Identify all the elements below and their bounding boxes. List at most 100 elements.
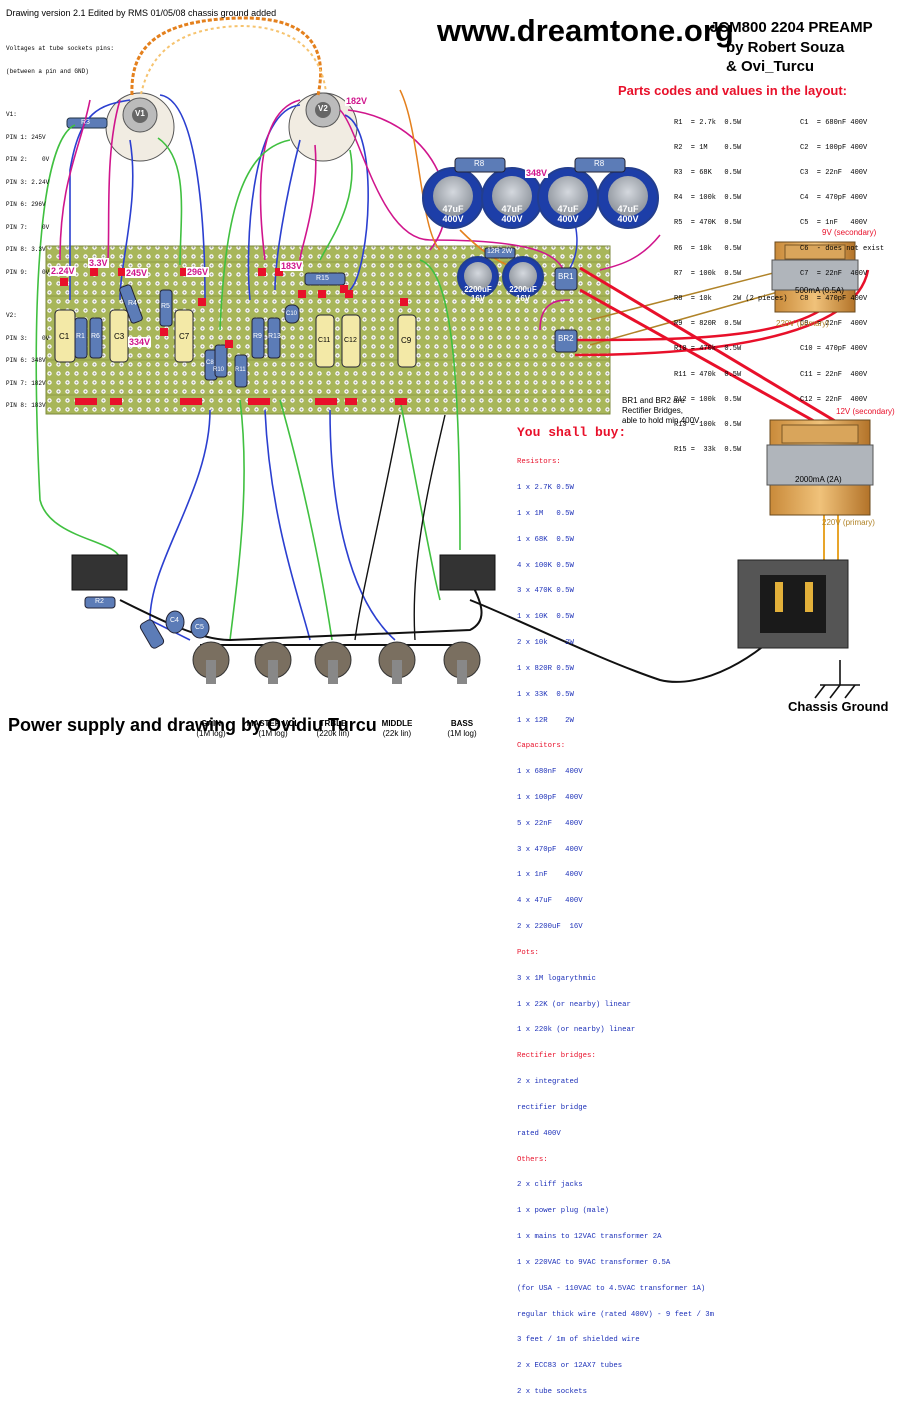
v1-label: V1: (6, 111, 17, 118)
board-components (54, 272, 417, 388)
resistor-value: R7 = 100k 0.5W (674, 269, 742, 278)
part-label-r15: R15 (316, 275, 329, 282)
buy-item: 1 x 680nF 400V (517, 768, 583, 777)
part-label-r10: R10 (213, 367, 225, 373)
buy-section-label: Pots: (517, 948, 539, 957)
buy-section-label: Rectifier bridges: (517, 1052, 596, 1061)
r8-label: R8 (594, 159, 605, 168)
pot-label-treble: TRBLE(220k lin) (316, 718, 350, 739)
capacitor-value: C1 = 680nF 400V (800, 118, 868, 127)
pot-row (192, 641, 481, 684)
buy-item: 1 x 1nF 400V (517, 871, 583, 880)
part-label-c11: C11 (318, 337, 331, 344)
parts-heading: Parts codes and values in the layout: (618, 83, 848, 98)
resistor-values: R1 = 2.7k 0.5W R2 = 1M 0.5W R3 = 68K 0.5… (674, 102, 787, 463)
buy-item: 5 x 22nF 400V (517, 819, 583, 828)
capacitor-value: C2 = 100pF 400V (800, 143, 868, 152)
filter-caps (422, 167, 659, 298)
buy-item: 1 x 820R 0.5W (517, 664, 574, 673)
v2-pin: PIN 7: 182V (6, 379, 46, 387)
preamp-title: JCM800 2204 PREAMP by Robert Souza & Ovi… (710, 18, 873, 77)
buy-item: 1 x 33K 0.5W (517, 690, 574, 699)
part-label-r5: R5 (161, 303, 170, 310)
r8-label: R8 (474, 159, 485, 168)
power-resistors (454, 157, 626, 259)
buy-item: 2 x ECC83 or 12AX7 tubes (517, 1362, 623, 1371)
buy-item: 1 x 220k (or nearby) linear (517, 1026, 636, 1035)
buy-item: 2 x 2200uF 16V (517, 923, 583, 932)
v1-pin: PIN 9: 0V (6, 268, 50, 276)
v1-pin: PIN 2: 0V (6, 156, 50, 163)
resistor-value: R5 = 470K 0.5W (674, 219, 742, 228)
capacitor-value: C12 = 22nF 400V (800, 395, 868, 404)
t1-secondary: 9V (secondary) (822, 228, 877, 237)
buy-item: 3 x 1M logarythmic (517, 974, 596, 983)
capacitor-value: C7 = 22nF 400V (800, 269, 868, 278)
part-label-c12: C12 (344, 337, 357, 344)
tube-label-v2: V2 (318, 104, 328, 113)
buy-item: 2 x 10k 2W (517, 639, 574, 648)
v1-pin: PIN 1: 245V (6, 133, 46, 141)
buy-item: regular thick wire (rated 400V) - 9 feet… (517, 1310, 715, 1319)
t1-current: 500mA (0.5A) (795, 286, 844, 295)
part-label-c7: C7 (179, 332, 190, 341)
buy-item: 1 x power plug (male) (517, 1207, 609, 1216)
buy-item: 1 x 68K 0.5W (517, 535, 574, 544)
buy-item: 2 x tube sockets (517, 1388, 588, 1397)
buy-item: 4 x 47uF 400V (517, 897, 583, 906)
t2-secondary: 12V (secondary) (836, 407, 895, 416)
r12-label: 12R 2W (487, 248, 513, 255)
resistor-value: R13 = 100k 0.5W (674, 420, 742, 429)
buy-item: 1 x mains to 12VAC transformer 2A (517, 1233, 662, 1242)
part-label-r2: R2 (95, 598, 104, 605)
part-label-r13: R13 (268, 333, 281, 340)
voltages-intro: Voltages at tube sockets pins: (6, 45, 115, 52)
pot-label-master-vol: MASTER VOL(1M log) (246, 718, 300, 739)
title-line: JCM800 2204 PREAMP (710, 19, 873, 36)
buy-section-label: Resistors: (517, 458, 561, 467)
capacitor-value: C4 = 470pF 400V (800, 194, 868, 203)
t2-current: 2000mA (2A) (795, 475, 842, 484)
website-title: www.dreamtone.org (437, 13, 734, 48)
output-jack (439, 554, 496, 591)
part-label-r4: R4 (128, 300, 137, 307)
voltage-334: 334V (128, 337, 152, 347)
resistor-value: R8 = 10k 2W (2 pieces) (674, 294, 788, 303)
voltage-245: 245V (125, 268, 149, 278)
tube-socket-v1 (66, 92, 175, 162)
input-caps (139, 610, 210, 649)
buy-item: rated 400V (517, 1129, 561, 1138)
footer-credit: Power supply and drawing by Ovidiu Turcu (8, 715, 377, 735)
drawing-version: Drawing version 2.1 (6, 8, 86, 18)
part-label-r11: R11 (235, 367, 246, 373)
voltage-182: 182V (345, 96, 369, 106)
resistor-value: R15 = 33k 0.5W (674, 446, 742, 455)
part-label-r1: R1 (76, 333, 85, 340)
voltage-296: 296V (186, 267, 210, 277)
resistor-value: R11 = 470k 0.5W (674, 370, 742, 379)
part-label-r3: R3 (81, 119, 90, 126)
input-jack (71, 554, 128, 609)
v2-pin: PIN 3: 0V (6, 334, 50, 342)
transformer-9v (771, 241, 859, 313)
buy-title: You shall buy: (517, 425, 627, 440)
part-label-c8: C8 (206, 360, 214, 366)
buy-item: 3 x 470K 0.5W (517, 587, 574, 596)
capacitor-value: C5 = 1nF 400V (800, 219, 868, 228)
buy-item: rectifier bridge (517, 1103, 588, 1112)
buy-item: (for USA - 110VAC to 4.5VAC transformer … (517, 1284, 706, 1293)
tube-voltages: Voltages at tube sockets pins: (between … (6, 30, 114, 417)
resistor-value: R10 = 470k 0.5W (674, 345, 742, 354)
pot-label-middle: MIDDLE(22k lin) (381, 718, 413, 739)
circuit-diagram (35, 16, 874, 699)
v2-label: V2: (6, 312, 17, 319)
chassis-ground-symbol (814, 660, 860, 699)
title-line: by Robert Souza (726, 38, 845, 56)
v2-pin: PIN 6: 348V (6, 357, 46, 364)
capacitor-value: C8 = 470pF 400V (800, 294, 868, 303)
buy-list: Resistors: 1 x 2.7K 0.5W 1 x 1M 0.5W 1 x… (517, 441, 714, 1405)
edit-note: Edited by RMS 01/05/08 chassis ground ad… (88, 8, 277, 18)
